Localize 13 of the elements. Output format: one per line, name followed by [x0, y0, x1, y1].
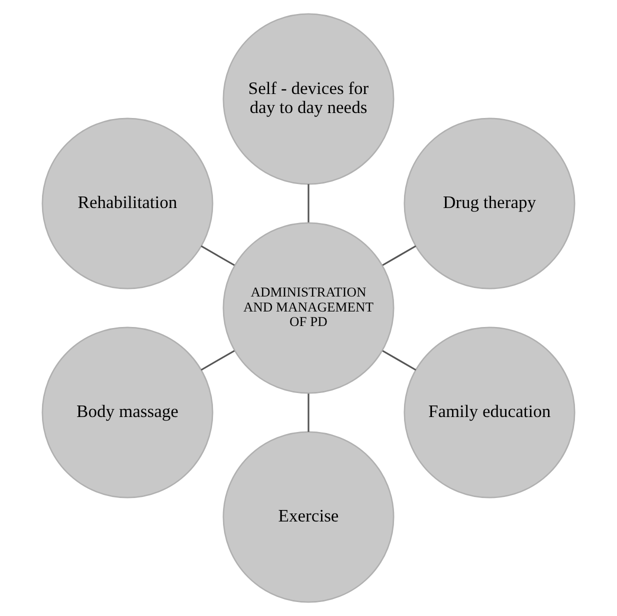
node-circle: ADMINISTRATION AND MANAGEMENT OF PD	[222, 222, 394, 394]
connector	[308, 394, 310, 432]
node-circle: Self - devices for day to day needs	[222, 13, 394, 185]
connector	[200, 245, 235, 266]
node-circle: Rehabilitation	[42, 118, 214, 290]
connector	[308, 184, 310, 222]
node-circle: Family education	[404, 326, 576, 498]
node-circle: Drug therapy	[404, 118, 576, 290]
connector	[382, 350, 416, 371]
connector	[200, 350, 235, 371]
node-circle: Body massage	[42, 326, 214, 498]
connector	[382, 245, 416, 266]
node-circle: Exercise	[222, 431, 394, 603]
